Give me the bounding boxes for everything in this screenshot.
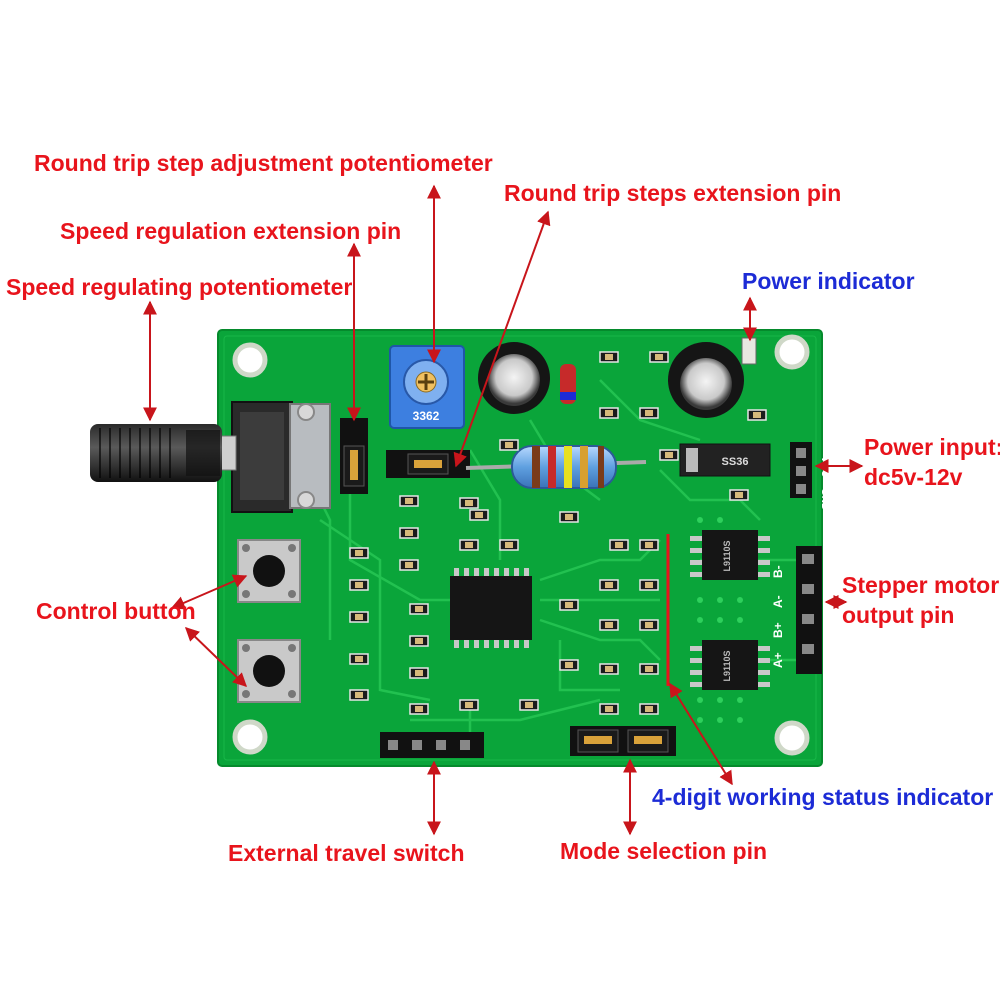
speed-potentiometer xyxy=(90,401,331,513)
label-control-button: Control button xyxy=(36,598,196,624)
mounting-holes xyxy=(232,334,810,756)
label-power-indicator: Power indicator xyxy=(742,268,915,294)
label-round-trip-ext: Round trip steps extension pin xyxy=(504,180,842,206)
label-power-input-1: Power input: xyxy=(864,434,1000,460)
pin-b-minus-text: B- xyxy=(771,565,785,578)
diode-code-text: SS36 xyxy=(722,456,749,468)
pin-a-minus-text: A- xyxy=(771,595,785,608)
label-mode-selection: Mode selection pin xyxy=(560,838,768,864)
main-ic xyxy=(450,568,532,648)
capacitor-2 xyxy=(668,342,744,418)
round-trip-potentiometer: 3362 xyxy=(389,345,465,429)
stepper-output-header: B- A- B+ A+ xyxy=(771,546,822,674)
label-round-trip-pot: Round trip step adjustment potentiometer xyxy=(34,150,493,176)
arrow-control-1 xyxy=(170,574,248,610)
control-button-2 xyxy=(237,639,301,703)
label-status-indicator: 4-digit working status indicator xyxy=(652,784,994,810)
label-stepper-1: Stepper motor xyxy=(842,572,1000,598)
smd-components xyxy=(349,351,767,715)
annotation-arrows xyxy=(143,184,864,836)
small-diode xyxy=(560,364,576,404)
label-speed-ext: Speed regulation extension pin xyxy=(60,218,402,244)
pot-code-text: 3362 xyxy=(413,409,440,423)
mode-selection-header xyxy=(570,726,676,756)
power-input-header: VCC GND xyxy=(790,442,830,510)
pin-b-plus-text: B+ xyxy=(771,622,785,638)
label-power-input-2: dc5v-12v xyxy=(864,464,963,490)
schottky-diode: SS36 xyxy=(679,443,771,477)
label-speed-pot: Speed regulating potentiometer xyxy=(6,274,353,300)
arrow-control-2 xyxy=(184,627,248,687)
power-indicator-led xyxy=(741,337,757,365)
gnd-text: GND xyxy=(819,488,830,510)
driver-chip-1: L9110S xyxy=(690,530,770,580)
external-switch-header xyxy=(380,732,484,758)
driver-chip-2: L9110S xyxy=(690,640,770,690)
speed-jumper xyxy=(340,418,368,494)
label-stepper-2: output pin xyxy=(842,602,955,628)
driver-chip-1-text: L9110S xyxy=(722,540,732,571)
label-external-switch: External travel switch xyxy=(228,840,465,866)
pin-a-plus-text: A+ xyxy=(771,652,785,668)
driver-chip-2-text: L9110S xyxy=(722,650,732,681)
arrow-round-trip-ext xyxy=(453,210,551,468)
arrow-status xyxy=(669,682,733,786)
control-button-1 xyxy=(237,539,301,603)
